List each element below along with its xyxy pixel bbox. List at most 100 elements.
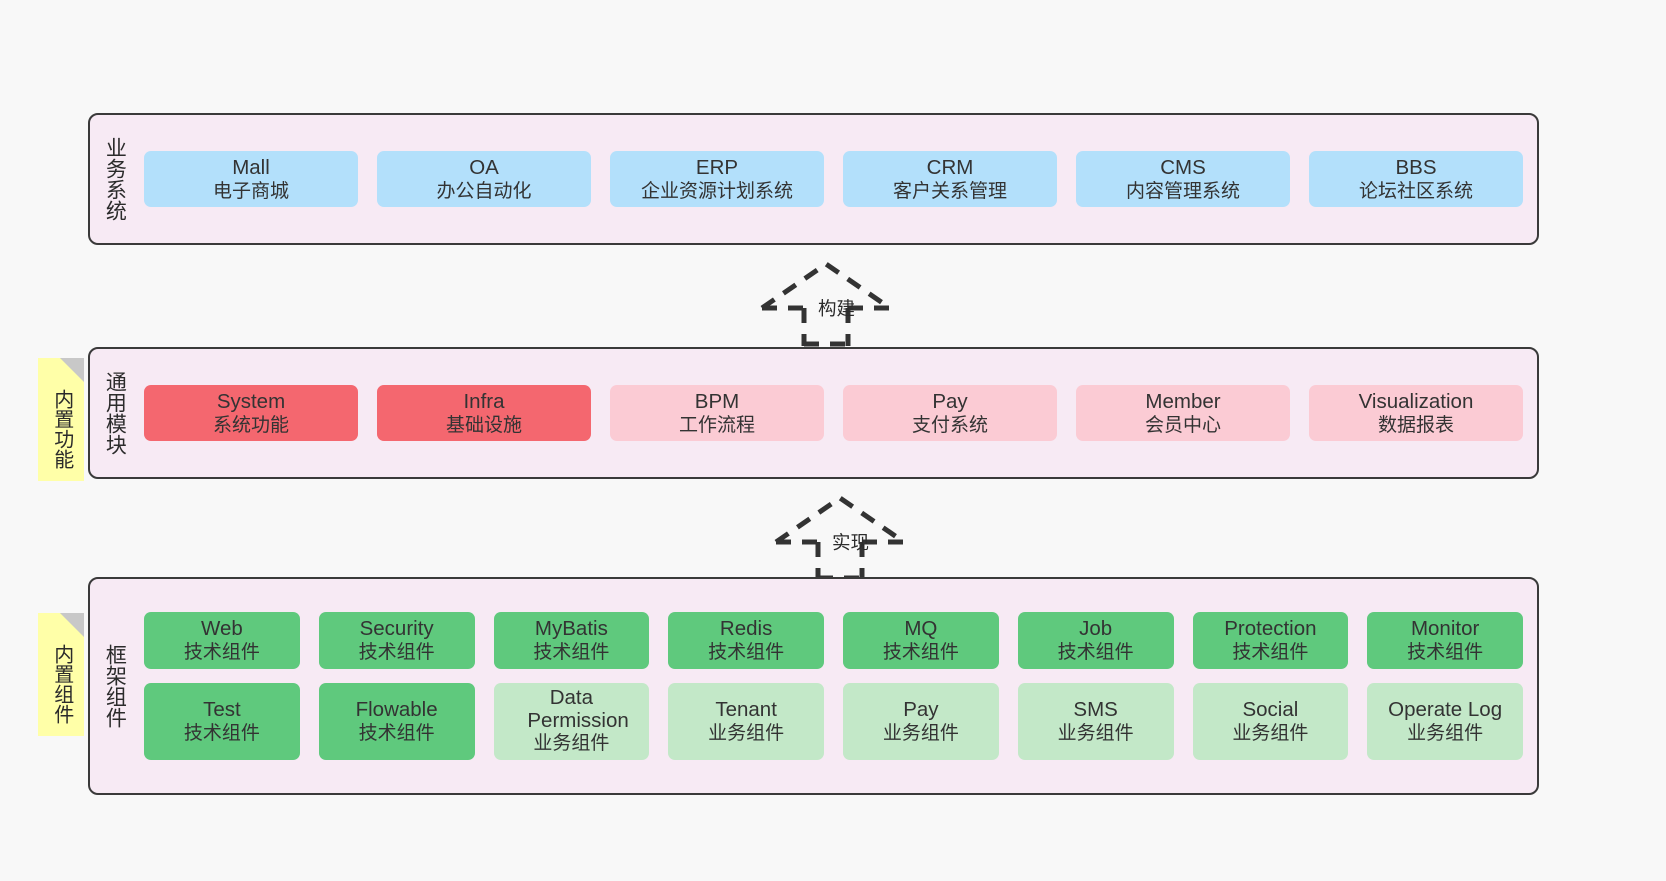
- cell-oa[interactable]: OA 办公自动化: [377, 150, 591, 208]
- cell-title-cn: 会员中心: [1144, 414, 1221, 436]
- cell-title-cn: 技术组件: [183, 642, 260, 664]
- cell-title-cn: 电子商城: [212, 180, 289, 202]
- connector-build: 构建: [758, 258, 898, 347]
- cell-title-cn: 技术组件: [533, 642, 610, 664]
- cell-title-en: Data Permission: [527, 685, 629, 732]
- cell-erp[interactable]: ERP 企业资源计划系统: [610, 150, 824, 208]
- cell-title-en: OA: [469, 155, 499, 179]
- cell-title-en: MyBatis: [534, 617, 608, 641]
- cell-infra[interactable]: Infra 基础设施: [377, 384, 591, 442]
- layer-business-system: 业务系统 Mall 电子商城 OA 办公自动化 ERP 企业资源计划系统 CRM…: [88, 113, 1539, 245]
- cell-bpm[interactable]: BPM 工作流程: [610, 384, 824, 442]
- cell-social[interactable]: Social 业务组件: [1192, 682, 1349, 760]
- cell-member[interactable]: Member 会员中心: [1076, 384, 1290, 442]
- cell-title-en: Flowable: [355, 698, 438, 721]
- row-common-modules: System 系统功能 Infra 基础设施 BPM 工作流程 Pay 支付系统…: [144, 384, 1523, 442]
- sticky-note-builtin-function: 内置功能: [38, 358, 84, 481]
- layer-title-framework-component: 框架组件: [103, 644, 127, 728]
- cell-mall[interactable]: Mall 电子商城: [144, 150, 358, 208]
- cell-title-cn: 技术组件: [708, 642, 785, 664]
- cell-title-en: ERP: [695, 155, 739, 179]
- sticky-note-label: 内置功能: [50, 388, 73, 469]
- layer-body-business-system: Mall 电子商城 OA 办公自动化 ERP 企业资源计划系统 CRM 客户关系…: [138, 115, 1537, 243]
- cell-title-en: CMS: [1160, 155, 1206, 179]
- cell-title-en: Monitor: [1410, 617, 1480, 641]
- cell-title-cn: 系统功能: [212, 414, 289, 436]
- cell-tenant[interactable]: Tenant 业务组件: [668, 682, 824, 760]
- layer-framework-component: 框架组件 Web 技术组件 Security 技术组件 MyBatis 技术组件…: [88, 577, 1539, 795]
- cell-title-en: Tenant: [715, 698, 777, 721]
- cell-bbs[interactable]: BBS 论坛社区系统: [1309, 150, 1523, 208]
- connector-implement: 实现: [772, 492, 912, 581]
- cell-title-en: Protection: [1224, 617, 1317, 641]
- cell-job[interactable]: Job 技术组件: [1017, 612, 1174, 669]
- cell-title-cn: 技术组件: [183, 723, 260, 744]
- cell-title-cn: 内容管理系统: [1125, 180, 1240, 202]
- cell-title-cn: 业务组件: [1057, 723, 1134, 744]
- cell-title-cn: 企业资源计划系统: [640, 180, 793, 202]
- cell-title-cn: 论坛社区系统: [1358, 180, 1473, 202]
- cell-security[interactable]: Security 技术组件: [318, 612, 475, 669]
- cell-title-cn: 技术组件: [1407, 642, 1484, 664]
- cell-title-cn: 工作流程: [678, 414, 755, 436]
- cell-title-en: Member: [1145, 389, 1221, 413]
- cell-title-cn: 数据报表: [1377, 414, 1454, 436]
- cell-title-en: BPM: [694, 389, 740, 413]
- cell-protection[interactable]: Protection 技术组件: [1192, 612, 1349, 669]
- row-tech-components: Web 技术组件 Security 技术组件 MyBatis 技术组件 Redi…: [144, 612, 1523, 669]
- cell-test[interactable]: Test 技术组件: [144, 682, 300, 760]
- cell-visualization[interactable]: Visualization 数据报表: [1309, 384, 1523, 442]
- cell-title-en: MQ: [904, 617, 938, 641]
- cell-pay-component[interactable]: Pay 业务组件: [843, 682, 999, 760]
- cell-title-en: Pay: [903, 698, 939, 721]
- cell-cms[interactable]: CMS 内容管理系统: [1076, 150, 1290, 208]
- cell-sms[interactable]: SMS 业务组件: [1017, 682, 1174, 760]
- cell-mq[interactable]: MQ 技术组件: [843, 612, 999, 669]
- cell-title-cn: 基础设施: [445, 414, 522, 436]
- connector-build-label: 构建: [818, 298, 856, 319]
- cell-title-cn: 业务组件: [882, 723, 959, 744]
- cell-title-en: Infra: [463, 389, 505, 413]
- sticky-fold-corner: [60, 613, 84, 637]
- cell-title-en: Test: [203, 698, 241, 721]
- layer-title-common-module: 通用模块: [103, 371, 127, 455]
- cell-title-en: System: [216, 389, 286, 413]
- cell-title-cn: 业务组件: [533, 733, 610, 755]
- layer-common-module: 通用模块 System 系统功能 Infra 基础设施 BPM 工作流程 Pay…: [88, 347, 1539, 479]
- layer-body-common-module: System 系统功能 Infra 基础设施 BPM 工作流程 Pay 支付系统…: [138, 349, 1537, 477]
- cell-title-cn: 技术组件: [358, 642, 435, 664]
- cell-title-en: Operate Log: [1388, 698, 1503, 721]
- cell-pay-module[interactable]: Pay 支付系统: [843, 384, 1057, 442]
- cell-web[interactable]: Web 技术组件: [144, 612, 300, 669]
- cell-redis[interactable]: Redis 技术组件: [668, 612, 824, 669]
- cell-title-cn: 技术组件: [1057, 642, 1134, 664]
- sticky-fold-corner: [60, 358, 84, 382]
- cell-title-en: Social: [1242, 698, 1299, 721]
- cell-system[interactable]: System 系统功能: [144, 384, 358, 442]
- layer-title-business-system: 业务系统: [103, 137, 127, 221]
- cell-title-cn: 技术组件: [358, 723, 435, 744]
- cell-title-cn: 客户关系管理: [892, 180, 1007, 202]
- cell-title-en: SMS: [1073, 698, 1118, 721]
- cell-title-en: BBS: [1395, 155, 1437, 179]
- cell-title-en: CRM: [926, 155, 974, 179]
- cell-title-cn: 支付系统: [911, 414, 988, 436]
- cell-title-en: Mall: [232, 155, 270, 179]
- cell-title-en: Job: [1079, 617, 1113, 641]
- sticky-note-label: 内置组件: [50, 643, 73, 724]
- layer-body-framework-component: Web 技术组件 Security 技术组件 MyBatis 技术组件 Redi…: [138, 579, 1537, 793]
- cell-title-cn: 办公自动化: [436, 180, 532, 202]
- cell-title-en: Security: [359, 617, 434, 641]
- cell-data-permission[interactable]: Data Permission 业务组件: [493, 682, 650, 760]
- cell-monitor[interactable]: Monitor 技术组件: [1367, 612, 1523, 669]
- sticky-note-builtin-component: 内置组件: [38, 613, 84, 736]
- cell-title-cn: 业务组件: [1407, 723, 1484, 744]
- row-business-components: Test 技术组件 Flowable 技术组件 Data Permission …: [144, 682, 1523, 760]
- cell-title-en: Pay: [932, 389, 968, 413]
- cell-crm[interactable]: CRM 客户关系管理: [843, 150, 1057, 208]
- cell-mybatis[interactable]: MyBatis 技术组件: [493, 612, 650, 669]
- connector-implement-label: 实现: [832, 532, 870, 553]
- cell-flowable[interactable]: Flowable 技术组件: [318, 682, 475, 760]
- cell-operate-log[interactable]: Operate Log 业务组件: [1367, 682, 1523, 760]
